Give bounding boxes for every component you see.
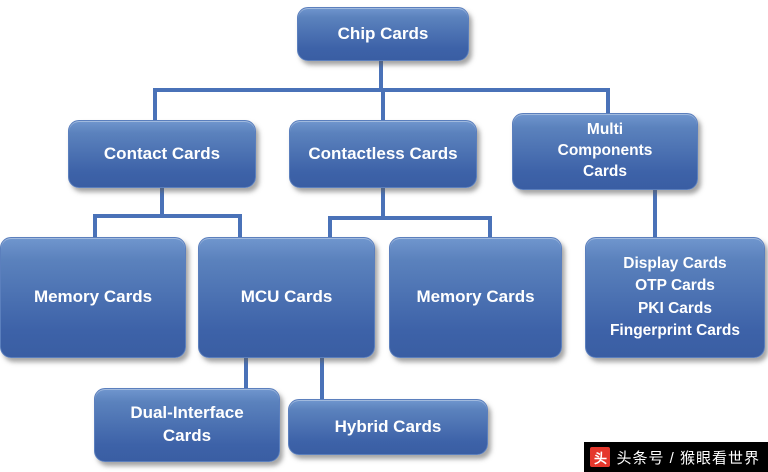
node-contactless-cards: Contactless Cards: [289, 120, 477, 188]
connector-contact-down: [160, 188, 164, 218]
node-memory-cards-contactless: Memory Cards: [389, 237, 562, 358]
watermark-bar: 头 头条号 / 猴眼看世界: [584, 442, 768, 472]
connector-contactless-down: [381, 188, 385, 220]
connector-to-dual-interface: [244, 358, 248, 389]
connector-to-memory-right: [488, 216, 492, 238]
connector-to-hybrid: [320, 358, 324, 400]
node-display-otp-pki-fingerprint-cards: Display Cards OTP Cards PKI Cards Finger…: [585, 237, 765, 358]
node-chip-cards: Chip Cards: [297, 7, 469, 61]
node-mcu-cards: MCU Cards: [198, 237, 375, 358]
node-contact-cards: Contact Cards: [68, 120, 256, 188]
connector-to-mcu-right: [328, 216, 332, 238]
connector-contact-horizontal: [93, 214, 242, 218]
connector-to-multi: [606, 88, 610, 115]
connector-to-contactless: [381, 88, 385, 120]
node-memory-cards-contact: Memory Cards: [0, 237, 186, 358]
node-dual-interface-cards: Dual-Interface Cards: [94, 388, 280, 462]
connector-chip-down: [379, 61, 383, 92]
connector-to-mcu-left: [238, 214, 242, 238]
connector-multi-down: [653, 189, 657, 238]
toutiao-logo-icon: 头: [590, 447, 611, 467]
connector-contactless-horizontal: [328, 216, 492, 220]
connector-to-contact: [153, 88, 157, 120]
node-multi-components-cards: Multi Components Cards: [512, 113, 698, 190]
node-hybrid-cards: Hybrid Cards: [288, 399, 488, 455]
watermark-text: 头条号 / 猴眼看世界: [616, 449, 760, 467]
connector-to-memory-left: [93, 214, 97, 238]
